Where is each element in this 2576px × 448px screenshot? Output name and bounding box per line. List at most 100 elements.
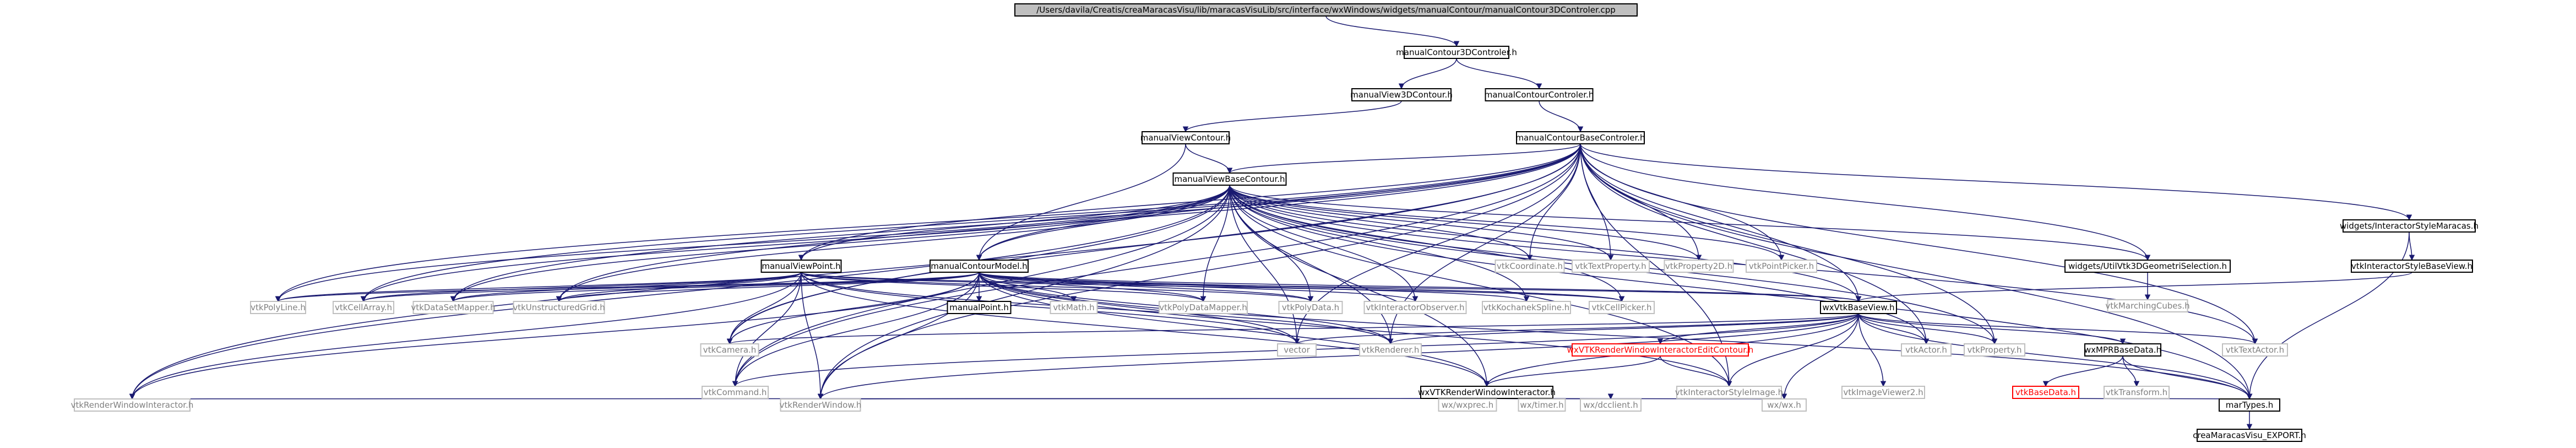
edge-mcctrl-to-mcbc [1539, 100, 1584, 133]
node-mcm[interactable]: manualContourModel.h [930, 260, 1029, 273]
node-mpoint[interactable]: manualPoint.h [947, 301, 1012, 314]
node-box [947, 301, 1012, 314]
edge-mvp-to-wxvbv [801, 272, 1861, 303]
node-wxdcclient[interactable]: wx/dcclient.h [1580, 398, 1642, 412]
edge-mvc-to-mvbc [1185, 143, 1233, 174]
node-label: vector [1284, 345, 1310, 355]
node-label: vtkTransform.h [2106, 387, 2167, 397]
edge-wxvbv-to-wxmpr [1858, 313, 2126, 345]
node-label: vtkDataSetMapper.h [411, 303, 495, 312]
node-label: creaMaracasVisu_EXPORT.h [2193, 430, 2306, 441]
edge-mcbc-to-vrwi [129, 143, 1581, 400]
node-root[interactable]: /Users/davila/Creatis/creaMaracasVisu/li… [1014, 3, 1638, 17]
node-vcellarray[interactable]: vtkCellArray.h [333, 301, 394, 314]
node-vprop2d[interactable]: vtkProperty2D.h [1664, 260, 1734, 273]
node-mc3dctrl[interactable]: manualContour3DControler.h [1396, 46, 1517, 59]
edge-mc3dctrl-to-mv3dc [1398, 58, 1457, 90]
node-mvc[interactable]: manualViewContour.h [1140, 131, 1231, 144]
node-box [1762, 398, 1807, 412]
node-wxwxprec[interactable]: wx/wxprec.h [1438, 398, 1497, 412]
node-vkoch[interactable]: vtkKochanekSpline.h [1482, 301, 1571, 314]
node-box [1746, 260, 1817, 273]
node-box [1494, 260, 1565, 273]
node-mcctrl[interactable]: manualContourControler.h [1485, 88, 1594, 101]
node-wism[interactable]: widgets/InteractorStyleMaracas.h [2340, 219, 2479, 233]
node-box [1014, 3, 1638, 17]
node-mvp[interactable]: manualViewPoint.h [760, 260, 842, 273]
node-box [1664, 260, 1734, 273]
node-mcbc[interactable]: manualContourBaseControler.h [1515, 131, 1645, 144]
node-vpdmapper[interactable]: vtkPolyDataMapper.h [1159, 301, 1248, 314]
edge-mvp-to-vrw [801, 272, 824, 400]
node-vactor[interactable]: vtkActor.h [1901, 343, 1952, 357]
node-label: manualContourBaseControler.h [1515, 133, 1645, 143]
node-vbasedata[interactable]: vtkBaseData.h [2012, 386, 2079, 399]
node-vdsmapper[interactable]: vtkDataSetMapper.h [411, 301, 496, 314]
edge-mcbc-to-martypes [1580, 143, 2253, 400]
edge-mcbc-to-vtextactor [1580, 143, 2258, 345]
node-vcoord[interactable]: vtkCoordinate.h [1494, 260, 1565, 273]
edge-wxvbv-to-vimgviewer2 [1858, 313, 1887, 387]
edge-mvbc-to-vpointpick [1229, 185, 1785, 261]
node-wxvrwiec[interactable]: wxVTKRenderWindowInteractorEditContour.h [1567, 343, 1754, 357]
node-visbv[interactable]: vtkInteractorStyleBaseView.h [2351, 260, 2473, 273]
edge-mvbc-to-mvp [798, 185, 1230, 261]
node-wxmpr[interactable]: wxMPRBaseData.h [2084, 343, 2161, 357]
node-box [1172, 172, 1287, 186]
node-mv3dc[interactable]: manualView3DContour.h [1350, 88, 1453, 101]
node-label: vtkKochanekSpline.h [1483, 303, 1569, 312]
node-vpolyline[interactable]: vtkPolyLine.h [250, 301, 306, 314]
edge-mvp-to-vcellpick [801, 272, 1624, 303]
node-box [2343, 219, 2476, 233]
node-vtextactor[interactable]: vtkTextActor.h [2222, 343, 2288, 357]
node-label: vtkCellPicker.h [1591, 303, 1651, 312]
node-vtextprop[interactable]: vtkTextProperty.h [1572, 260, 1650, 273]
edge-mcm-to-vcommand [732, 272, 980, 387]
node-viobs[interactable]: vtkInteractorObserver.h [1363, 301, 1467, 314]
edge-mcbc-to-vpolyline [275, 143, 1581, 303]
edge-mvbc-to-vpolyline [275, 185, 1230, 303]
node-label: vtkCamera.h [703, 345, 757, 355]
node-vrwi[interactable]: vtkRenderWindowInteractor.h [71, 398, 194, 412]
node-vtransform[interactable]: vtkTransform.h [2104, 386, 2170, 399]
node-vugrid[interactable]: vtkUnstructuredGrid.h [513, 301, 605, 314]
node-vcellpick[interactable]: vtkCellPicker.h [1589, 301, 1655, 314]
node-wgeom[interactable]: widgets/UtilVtk3DGeometriSelection.h [2064, 260, 2231, 273]
node-box [412, 301, 494, 314]
node-martypes[interactable]: marTypes.h [2219, 398, 2280, 412]
node-box [2219, 398, 2280, 412]
node-vpolydata[interactable]: vtkPolyData.h [1278, 301, 1343, 314]
node-label: manualView3DContour.h [1350, 90, 1453, 100]
node-wxtimer[interactable]: wx/timer.h [1518, 398, 1566, 412]
node-label: vtkInteractorStyleImage.h [1675, 387, 1783, 397]
node-wxvrwi[interactable]: wxVTKRenderWindowInteractor.h [1418, 386, 1556, 399]
node-wxvbv[interactable]: wxVtkBaseView.h [1820, 301, 1897, 314]
node-wxwx[interactable]: wx/wx.h [1762, 398, 1807, 412]
node-mvbc[interactable]: manualViewBaseContour.h [1172, 172, 1287, 186]
edge-mvbc-to-wgeom [1229, 185, 2151, 261]
edge-mcm-to-vrw [817, 272, 980, 400]
edge-mvbc-to-viobs [1229, 185, 1419, 303]
edge-mvp-to-vrwi [129, 272, 802, 400]
edge-mvbc-to-vector [1229, 185, 1300, 345]
node-vrw[interactable]: vtkRenderWindow.h [780, 398, 862, 412]
node-vproperty[interactable]: vtkProperty.h [1964, 343, 2025, 357]
node-visimage[interactable]: vtkInteractorStyleImage.h [1675, 386, 1783, 399]
node-vrenderer[interactable]: vtkRenderer.h [1359, 343, 1422, 357]
edge-wxvbv-to-vtextactor [1858, 313, 2258, 345]
node-vcamera[interactable]: vtkCamera.h [700, 343, 759, 357]
node-vector[interactable]: vector [1277, 343, 1317, 357]
node-box [1516, 131, 1645, 144]
node-vpointpick[interactable]: vtkPointPicker.h [1746, 260, 1817, 273]
edge-mcm-to-wxvbv [979, 272, 1861, 303]
node-vmcubes[interactable]: vtkMarchingCubes.h [2105, 299, 2190, 312]
node-vimgviewer2[interactable]: vtkImageViewer2.h [1841, 386, 1925, 399]
node-vmath[interactable]: vtkMath.h [1050, 301, 1098, 314]
node-box [1278, 301, 1343, 314]
node-box [2197, 429, 2302, 442]
node-vcommand[interactable]: vtkCommand.h [702, 386, 769, 399]
node-box [1277, 343, 1317, 357]
node-label: wxVTKRenderWindowInteractorEditContour.h [1567, 345, 1754, 355]
node-export[interactable]: creaMaracasVisu_EXPORT.h [2193, 429, 2306, 442]
node-label: manualContour3DControler.h [1396, 47, 1517, 57]
